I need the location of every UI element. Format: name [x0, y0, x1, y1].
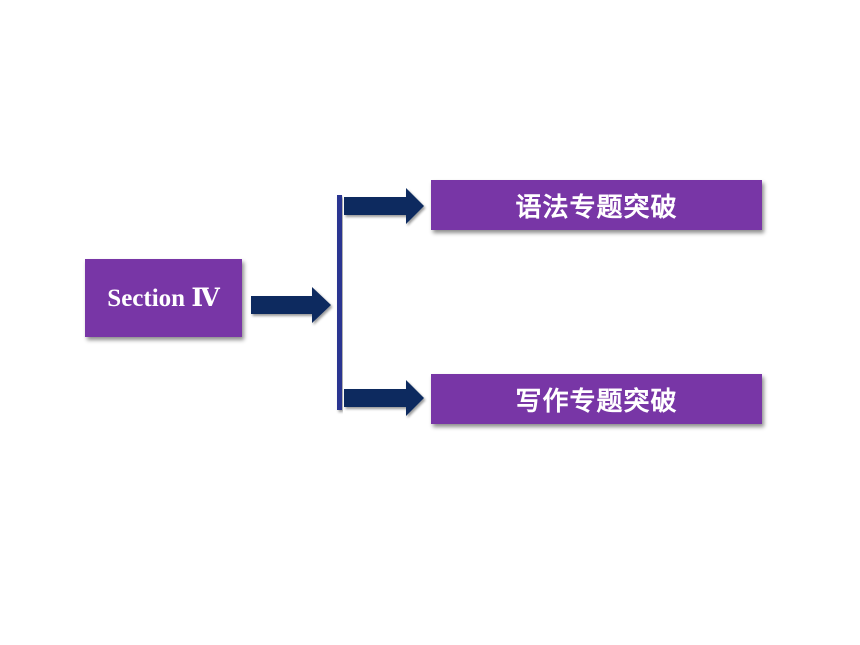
grammar-label: 语法专题突破: [515, 192, 678, 223]
main-arrow: [251, 287, 331, 323]
writing-arrow: [344, 380, 424, 416]
grammar-node: 语法专题突破: [431, 180, 762, 230]
bracket-line: [337, 195, 342, 410]
section-iv-label: Section Ⅳ: [107, 285, 220, 312]
writing-node: 写作专题突破: [431, 374, 762, 424]
section-iv-node: Section Ⅳ: [85, 259, 242, 337]
grammar-arrow: [344, 188, 424, 224]
writing-label: 写作专题突破: [515, 386, 678, 417]
